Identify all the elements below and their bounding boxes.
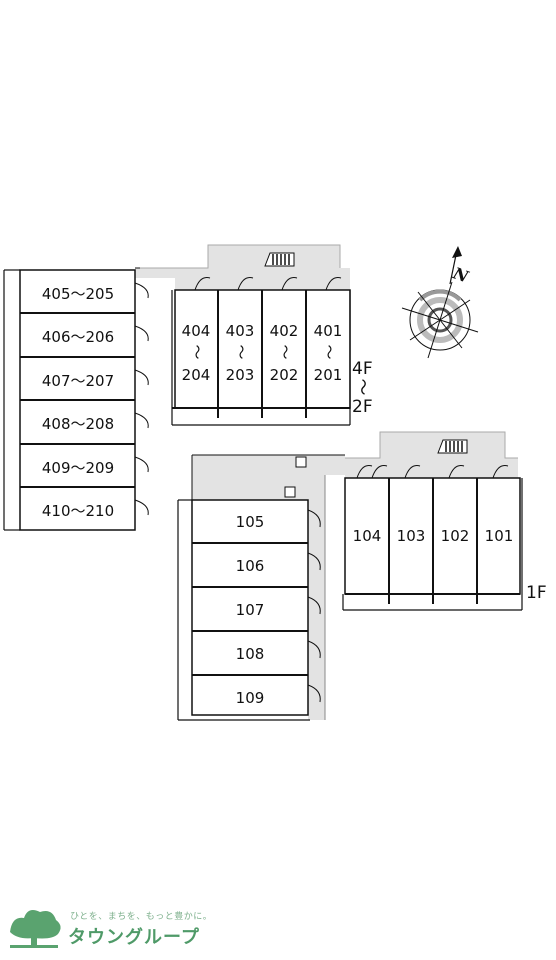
pillar (284, 486, 296, 498)
unit-label: 107 (236, 601, 265, 619)
unit-label: 108 (236, 645, 265, 663)
staircase-icon (437, 439, 468, 454)
building-a: 405～205 406～206 407～207 408～208 409～209 … (3, 267, 210, 531)
unit-label: 105 (236, 513, 265, 531)
unit-label: 408～208 (42, 415, 114, 433)
unit-label: 106 (236, 557, 265, 575)
floor-label-1f: 1F (526, 583, 547, 603)
unit-label: 101 (485, 527, 514, 545)
unit-label: 102 (441, 527, 470, 545)
unit-label: 404 (182, 322, 211, 340)
unit-label: 405～205 (42, 285, 114, 303)
unit-label: 402 (270, 322, 299, 340)
floor-label-wave: ～ (352, 379, 372, 396)
unit-label: 103 (397, 527, 426, 545)
unit-label: 109 (236, 689, 265, 707)
unit-label: 201 (314, 366, 343, 384)
building-b: 404 403 402 401 ～ ～ ～ ～ 204 203 202 201 … (140, 244, 373, 426)
pillar (295, 456, 307, 468)
building-c-outline (191, 499, 309, 716)
logo: ひとを、まちを、もっと豊かに。 タウングループ (0, 905, 260, 960)
corridor-b (175, 245, 350, 290)
floor-label-bottom: 2F (352, 397, 373, 417)
unit-label: 406～206 (42, 328, 114, 346)
corridor-a-top (135, 268, 175, 278)
building-c: 105 106 107 108 109 (177, 454, 345, 721)
unit-label: 202 (270, 366, 299, 384)
wave-mark: ～ (276, 344, 294, 359)
logo-brand: タウングループ (68, 927, 200, 948)
logo-tree-icon (2, 908, 64, 952)
corridor-c (192, 455, 345, 720)
wave-mark: ～ (232, 344, 250, 359)
unit-label: 204 (182, 366, 211, 384)
logo-tagline: ひとを、まちを、もっと豊かに。 (70, 912, 213, 922)
staircase-icon (264, 252, 295, 267)
unit-label: 104 (353, 527, 382, 545)
corridor-d (345, 432, 518, 478)
wave-mark: ～ (320, 344, 338, 359)
wave-mark: ～ (188, 344, 206, 359)
compass-icon (401, 246, 479, 359)
unit-label: 407～207 (42, 372, 114, 390)
unit-label: 203 (226, 366, 255, 384)
floor-label-top: 4F (352, 359, 373, 379)
unit-label: 410～210 (42, 502, 114, 520)
unit-label: 403 (226, 322, 255, 340)
building-d: 104 103 102 101 1F (342, 431, 547, 611)
unit-label: 401 (314, 322, 343, 340)
unit-label: 409～209 (42, 459, 114, 477)
